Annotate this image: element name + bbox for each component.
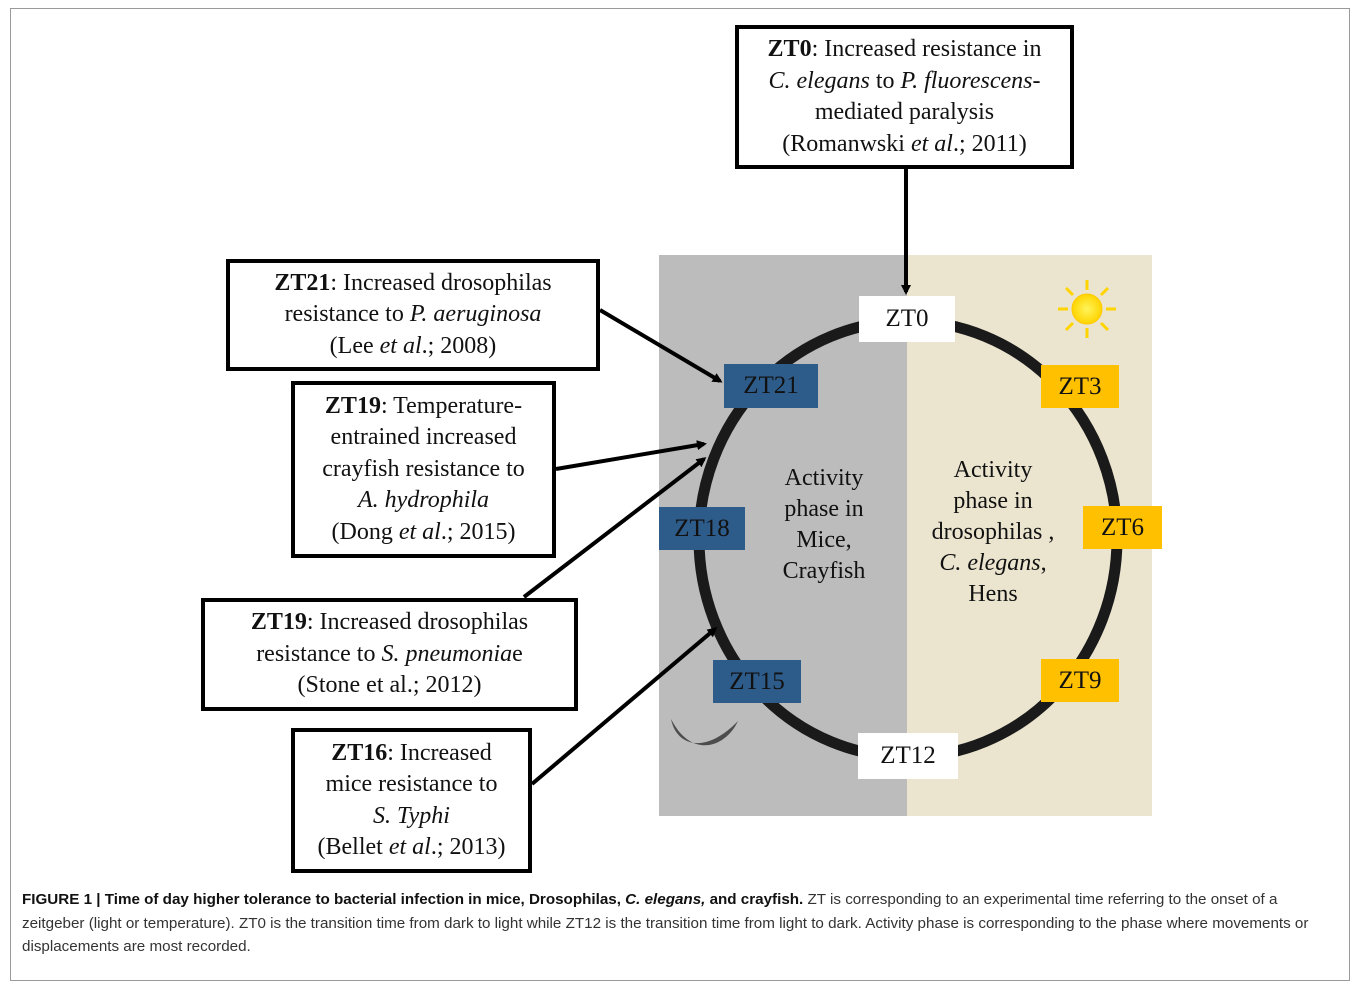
note-zt0: ZT0: Increased resistance in C. elegans … bbox=[735, 25, 1074, 169]
citation: (Romanwski bbox=[782, 130, 911, 157]
note-tag: ZT0 bbox=[767, 36, 812, 62]
note-text: resistance to bbox=[256, 640, 382, 667]
species-name: P. fluorescens bbox=[900, 67, 1033, 94]
note-text: : Increased bbox=[387, 739, 492, 766]
citation-etal: et al bbox=[379, 332, 422, 359]
dark-phase-line: Activity bbox=[784, 465, 864, 491]
note-text: entrained increased bbox=[330, 424, 517, 451]
citation: (Stone et al.; 2012) bbox=[297, 672, 482, 699]
arrow-zt19-drosophila bbox=[522, 457, 707, 599]
zt18-label: ZT18 bbox=[659, 507, 745, 550]
dark-phase-line: Mice, bbox=[796, 527, 852, 553]
zt15-label: ZT15 bbox=[713, 660, 801, 703]
species-name: P. aeruginosa bbox=[409, 301, 542, 328]
citation-etal: et al bbox=[398, 518, 441, 545]
citation: (Dong bbox=[331, 518, 399, 545]
moon-icon bbox=[671, 719, 738, 746]
note-text: resistance to bbox=[284, 301, 410, 328]
species-name: C. elegans bbox=[939, 550, 1041, 576]
note-zt19-drosophila: ZT19: Increased drosophilas resistance t… bbox=[201, 598, 578, 711]
caption-title: FIGURE 1 | Time of day higher tolerance … bbox=[22, 891, 626, 908]
dark-phase-line: Crayfish bbox=[782, 558, 866, 584]
note-tag: ZT19 bbox=[250, 609, 307, 636]
note-zt19-crayfish: ZT19: Temperature- entrained increased c… bbox=[291, 381, 556, 558]
sun-icon bbox=[1058, 280, 1116, 338]
zt9-label: ZT9 bbox=[1041, 659, 1119, 702]
light-phase-line: Hens bbox=[968, 581, 1018, 607]
citation-etal: et al bbox=[910, 130, 953, 157]
species-name: S. pneumonia bbox=[381, 640, 513, 667]
zt21-label: ZT21 bbox=[724, 364, 818, 408]
note-text: : Increased drosophilas bbox=[306, 609, 529, 636]
arrow-zt19-crayfish bbox=[555, 440, 707, 471]
zt0-label: ZT0 bbox=[859, 296, 955, 342]
dark-phase-label: Activity phase in Mice, Crayfish bbox=[764, 463, 884, 587]
light-phase-line: Activity bbox=[953, 457, 1033, 483]
species-name: S. Typhi bbox=[373, 802, 450, 829]
arrow-zt16 bbox=[530, 627, 718, 786]
zt6-label: ZT6 bbox=[1083, 506, 1162, 549]
figure-frame bbox=[10, 8, 1350, 981]
citation: .; 2011) bbox=[952, 130, 1027, 157]
note-text: to bbox=[869, 67, 901, 94]
species-name: A. hydrophila bbox=[357, 487, 490, 514]
citation: (Bellet bbox=[317, 834, 389, 860]
arrow-zt21 bbox=[598, 308, 723, 383]
caption-title-species: C. elegans, bbox=[625, 891, 706, 908]
citation: .; 2013) bbox=[430, 834, 506, 860]
light-phase-line: drosophilas , bbox=[931, 519, 1055, 545]
punctuation: , bbox=[1040, 550, 1047, 576]
caption-title-end: and crayfish. bbox=[705, 891, 804, 908]
note-text: mice resistance to bbox=[325, 771, 498, 797]
species-name: C. elegans bbox=[768, 67, 870, 94]
note-text: : Increased drosophilas bbox=[330, 269, 552, 296]
zt12-label: ZT12 bbox=[858, 733, 958, 779]
zt3-label: ZT3 bbox=[1041, 365, 1119, 408]
figure-caption: FIGURE 1 | Time of day higher tolerance … bbox=[22, 888, 1340, 959]
caption-body: ZT is corresponding to an experimental t… bbox=[22, 891, 1309, 955]
citation: .; 2015) bbox=[440, 518, 516, 545]
citation: (Lee bbox=[329, 332, 380, 359]
note-text: e bbox=[512, 640, 523, 667]
note-tag: ZT21 bbox=[274, 269, 331, 296]
light-phase-line: C. elegans, bbox=[918, 548, 1068, 579]
citation-etal: et al bbox=[388, 834, 431, 860]
note-tag: ZT19 bbox=[324, 392, 381, 419]
note-zt21: ZT21: Increased drosophilas resistance t… bbox=[226, 259, 600, 371]
note-text: crayfish resistance to bbox=[322, 455, 525, 482]
citation: .; 2008) bbox=[421, 332, 497, 359]
note-text: : Temperature- bbox=[380, 392, 523, 419]
note-text: mediated paralysis bbox=[814, 99, 995, 125]
note-text: : Increased resistance in bbox=[811, 36, 1042, 62]
note-tag: ZT16 bbox=[331, 739, 388, 766]
dark-phase-line: phase in bbox=[784, 496, 864, 522]
note-zt16: ZT16: Increased mice resistance to S. Ty… bbox=[291, 728, 532, 873]
note-text: - bbox=[1032, 67, 1041, 94]
light-phase-line: phase in bbox=[953, 488, 1033, 514]
light-phase-label: Activity phase in drosophilas , C. elega… bbox=[918, 455, 1068, 610]
